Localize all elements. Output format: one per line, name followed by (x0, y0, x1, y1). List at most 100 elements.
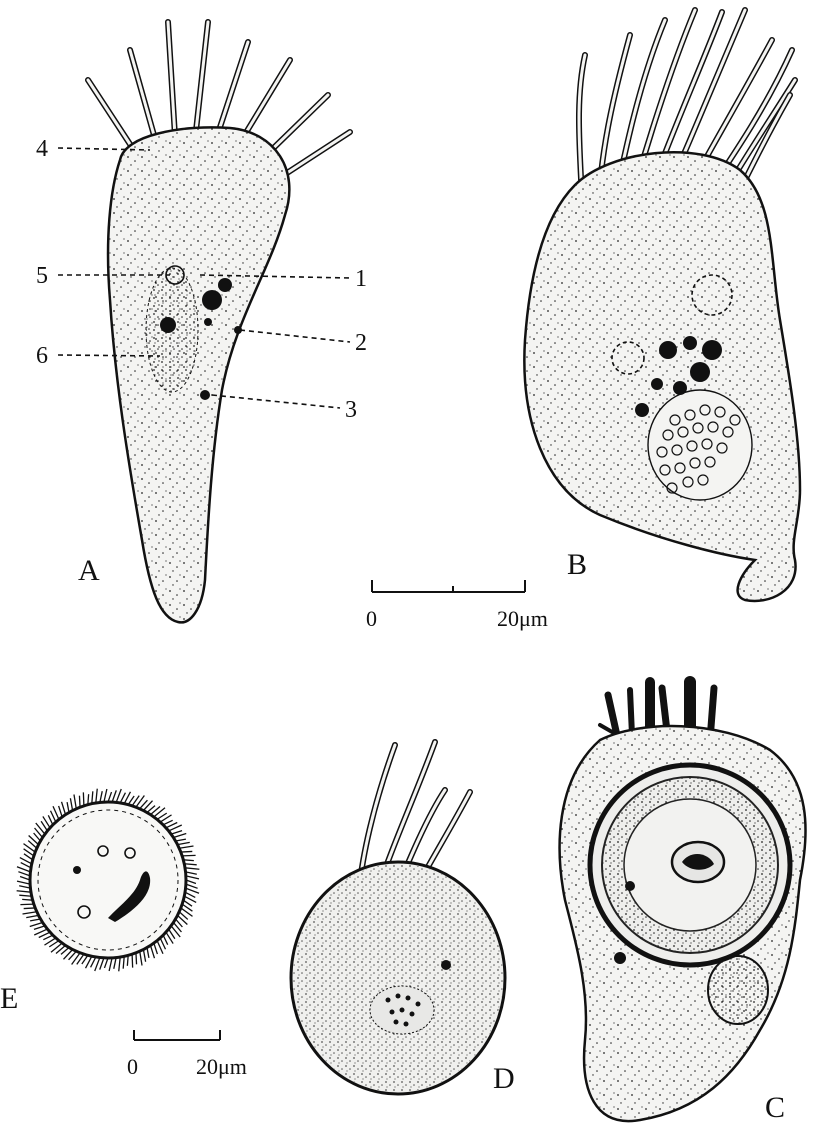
organism-e-bristle (185, 871, 197, 875)
organism-e-bristle (150, 806, 161, 816)
organism-e-bristle (183, 895, 197, 904)
callout-line-6 (57, 354, 161, 357)
organism-a-granule (218, 278, 232, 292)
scale-bottom-zero: 0 (127, 1054, 138, 1079)
organism-e-bristle (28, 835, 39, 846)
callout-label-6: 6 (36, 343, 48, 369)
organism-e-bristle (119, 792, 127, 804)
organism-e-bristle (149, 945, 156, 959)
organism-e-bristle (16, 880, 31, 885)
organism-e-bristle (23, 853, 34, 861)
organism-c-food-body (707, 955, 769, 1025)
organism-e (16, 788, 200, 972)
organism-c-nucleus-detail (682, 853, 714, 870)
organism-e-bristle (57, 805, 63, 818)
organism-e-bristle (44, 937, 57, 946)
organism-e-bristle (184, 891, 196, 899)
organism-e-bristle (22, 911, 37, 915)
organism-a-contractile-vacuole (200, 390, 210, 400)
organism-e-bristle (184, 863, 197, 866)
organism-e-bristle (19, 875, 31, 881)
organism-a (57, 19, 353, 624)
organism-a-granule (234, 326, 242, 334)
organism-e-bristle (165, 931, 174, 944)
organism-e-bristle (111, 790, 117, 803)
organism-e-bristle (181, 903, 193, 912)
organism-d-granule (441, 960, 451, 970)
callout-label-2: 2 (355, 330, 367, 356)
organism-e-bristle (49, 810, 57, 823)
organism-b-granule (673, 381, 687, 395)
organism-e-bristle (173, 832, 187, 839)
organism-e-bristle (16, 890, 32, 893)
organism-e-bristle (43, 934, 54, 941)
organism-b-vacuole (611, 341, 645, 375)
callout-label-5: 5 (36, 263, 48, 289)
organism-b-granule (635, 403, 649, 417)
scale-bottom-length: 20μm (196, 1054, 247, 1079)
organism-e-bristle (146, 947, 150, 959)
organism-e-vacuole (77, 905, 91, 919)
callout-label-3: 3 (345, 397, 357, 423)
organism-e-vacuole (97, 845, 109, 857)
organism-e-bristle (82, 792, 85, 806)
organism-e-bristle (184, 867, 200, 870)
organism-e-macronucleus (108, 871, 151, 922)
scale-bar-top (371, 580, 526, 593)
organism-e-bristle (19, 885, 31, 889)
organism-e-bristle (47, 815, 54, 826)
organism-e-granule (73, 866, 81, 874)
organism-b-macronucleus (647, 389, 753, 501)
organism-e-bristle (162, 934, 169, 945)
panel-label-d: D (493, 1062, 515, 1095)
organism-e-bristle (183, 859, 194, 862)
organism-b (523, 7, 802, 603)
scale-top-length: 20μm (497, 606, 548, 631)
organism-e-bristle (20, 903, 34, 906)
organism-e-bristle (33, 928, 48, 936)
organism-e-bristle (175, 918, 183, 928)
organism-e-bristle (159, 814, 172, 823)
organism-e-bristle (50, 942, 63, 953)
organism-e-bristle (81, 954, 89, 965)
callout-label-1: 1 (355, 266, 367, 292)
organism-e-bristle (122, 956, 125, 969)
organism-e-bristle (126, 955, 129, 966)
organism-e-bristle (99, 957, 105, 970)
organism-e-bristle (185, 883, 198, 889)
organism-e-bristle (91, 791, 94, 804)
organism-e-bristle (48, 940, 60, 948)
organism-e-bristle (19, 894, 32, 897)
organism-e-bristle (172, 922, 182, 933)
organism-c (558, 676, 807, 1123)
organism-e-bristle (170, 829, 183, 835)
organism-e-bristle (26, 914, 39, 919)
organism-e-bristle (170, 925, 181, 938)
organism-e-bristle (165, 821, 178, 829)
organism-b-stipple (524, 152, 800, 601)
organism-b-granule (651, 378, 663, 390)
organism-e-bristle (33, 832, 41, 842)
organism-e-bristle (135, 795, 145, 808)
organism-b-granule (683, 336, 697, 350)
organism-e-bristle (168, 928, 176, 940)
organism-e-bristle (99, 791, 103, 803)
organism-e-bristle (94, 957, 101, 972)
organism-e-bristles (16, 788, 200, 972)
callout-line-3 (211, 394, 341, 409)
organism-e-bristle (178, 911, 189, 920)
organism-e-bristle (60, 947, 70, 955)
organism-e-bristle (29, 921, 43, 928)
organism-e-bristle (19, 856, 33, 865)
organism-e-bristle (182, 899, 193, 907)
organism-e-bristle (131, 795, 140, 807)
organism-e-bristle (66, 801, 70, 813)
organism-b-granule (690, 362, 710, 382)
organism-e-bristle (118, 956, 121, 972)
organism-e-inner-wall (37, 809, 179, 951)
organism-d (289, 739, 507, 1096)
organism-e-body (28, 800, 188, 960)
panel-label-a: A (78, 554, 100, 587)
organism-e-bristle (156, 940, 164, 955)
